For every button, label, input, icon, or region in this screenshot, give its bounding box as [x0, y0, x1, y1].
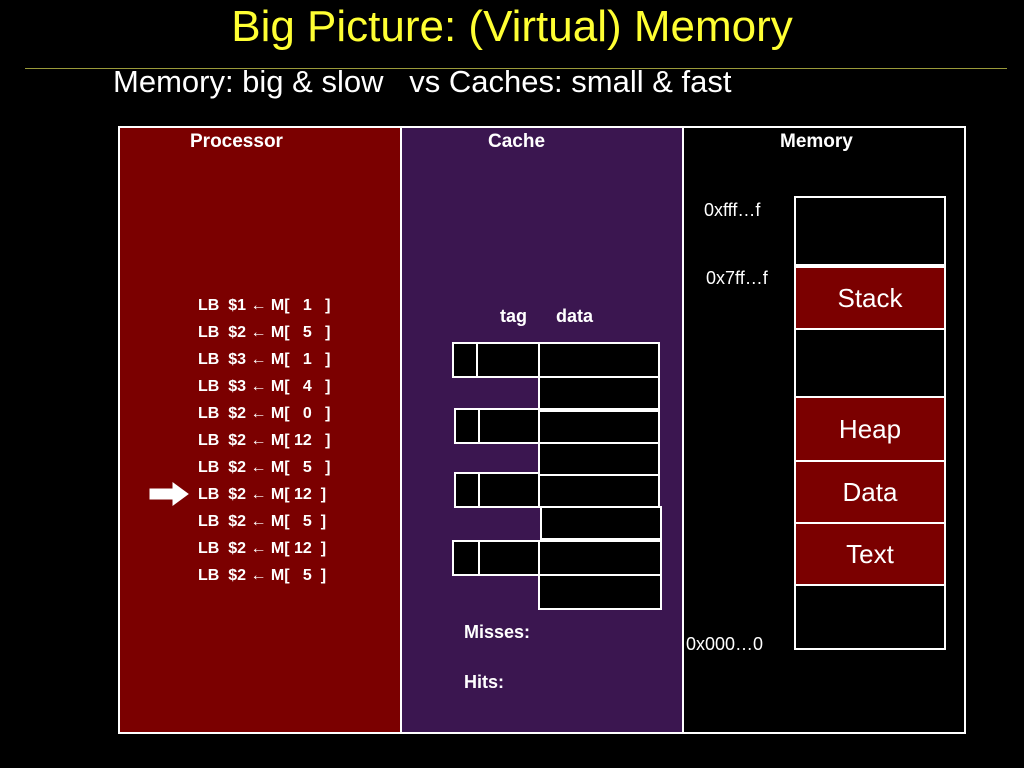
cache-valid-bit [454, 472, 480, 508]
cache-data-cell [538, 410, 660, 444]
instruction-line: LB $2 ← M[ 12 ] [198, 432, 331, 449]
cache-tag-cell [478, 408, 540, 444]
instruction-current: LB $2 ← M[ 12 ] [198, 486, 327, 503]
cache-tag-cell [478, 540, 540, 576]
slide-title: Big Picture: (Virtual) Memory [231, 2, 793, 51]
address-top-label: 0xfff…f [704, 200, 761, 220]
cache-valid-bit [452, 540, 480, 576]
cache-data-cell [538, 376, 660, 410]
cache-tag-cell [476, 342, 540, 378]
memory-segment-stack: Stack [794, 266, 946, 330]
memory-panel: Memory 0xfff…f 0x7ff…f 0x000…0 Stack Hea… [684, 128, 964, 732]
cache-valid-bit [452, 342, 478, 378]
cache-valid-bit [454, 408, 480, 444]
cache-data-cell [538, 342, 660, 378]
hits-label: Hits: [464, 672, 504, 692]
memory-hierarchy-diagram: Processor LB $1 ← M[ 1 ]LB $2 ← M[ 5 ]LB… [118, 126, 966, 734]
cache-data-cell [538, 474, 660, 508]
cache-data-cell [538, 540, 662, 576]
misses-label: Misses: [464, 622, 531, 642]
slide-subtitle: Memory: big & slow vs Caches: small & fa… [113, 64, 732, 99]
memory-segment-unused [794, 584, 946, 650]
instruction-line: LB $2 ← M[ 5 ] [198, 567, 327, 584]
data-column-label: data [556, 306, 594, 326]
instruction-line: LB $2 ← M[ 0 ] [198, 405, 331, 422]
current-instruction-arrow-icon [149, 482, 189, 506]
cache-data-cell [540, 506, 662, 540]
cache-data-cell [538, 442, 660, 476]
processor-panel: Processor LB $1 ← M[ 1 ]LB $2 ← M[ 5 ]LB… [120, 128, 402, 732]
cache-panel: Cache tag data Misses: Hits: [402, 128, 684, 732]
instruction-line: LB $2 ← M[ 5 ] [198, 324, 331, 341]
title-rule [25, 68, 1007, 69]
instruction-list: LB $1 ← M[ 1 ] LB $2 ← M[ 5 ] LB $3 ← M[ 1… [198, 292, 330, 589]
instruction-line: LB $3 ← M[ 1 ] [198, 351, 331, 368]
processor-heading: Processor [190, 131, 283, 152]
memory-segment-text: Text [794, 522, 946, 586]
tag-column-label: tag [500, 306, 527, 326]
address-bottom-label: 0x000…0 [686, 634, 764, 654]
instruction-line: LB $3 ← M[ 4 ] [198, 378, 331, 395]
memory-segment-data: Data [794, 460, 946, 524]
cache-heading: Cache [488, 131, 546, 152]
memory-segment-unused [794, 328, 946, 398]
memory-segment-heap: Heap [794, 396, 946, 462]
cache-data-cell [538, 574, 662, 610]
instruction-line: LB $2 ← M[ 5 ] [198, 513, 327, 530]
instruction-line: LB $2 ← M[ 5 ] [198, 459, 331, 476]
instruction-line: LB $1 ← M[ 1 ] [198, 297, 331, 314]
instruction-line: LB $2 ← M[ 12 ] [198, 540, 327, 557]
cache-tag-cell [478, 472, 540, 508]
address-stack-label: 0x7ff…f [706, 268, 768, 288]
memory-segment-unused [794, 196, 946, 266]
memory-heading: Memory [780, 131, 853, 152]
